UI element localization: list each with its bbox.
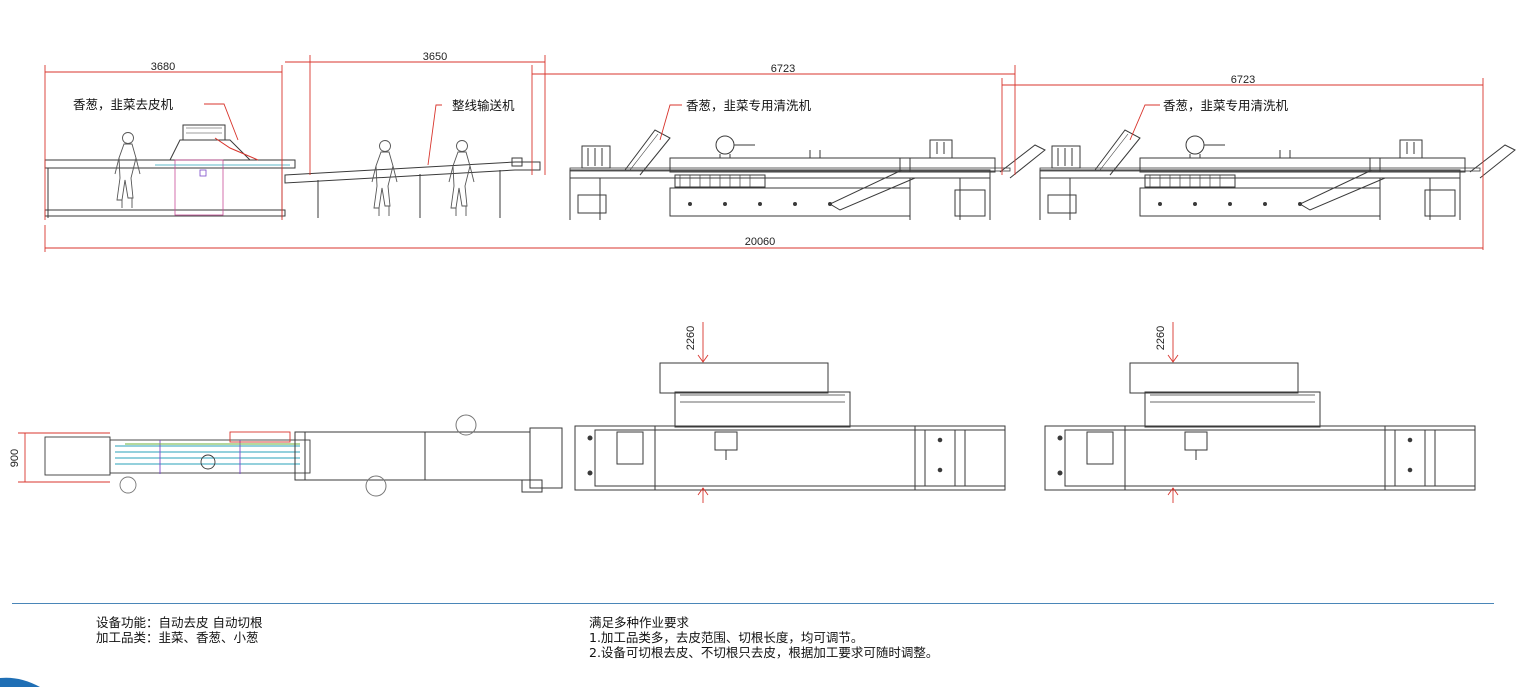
washer-machine-side-1: [569, 129, 1046, 221]
operator-figure: [114, 132, 141, 209]
dim-washer1-width: 2260: [685, 326, 697, 350]
dim-total-length: 20060: [745, 236, 776, 248]
label-washer-2: 香葱，韭菜专用清洗机: [1163, 98, 1289, 113]
dim-washer2-width: 2260: [1155, 326, 1167, 350]
corner-decoration: [0, 677, 40, 687]
footer-category-line: 加工品类：韭菜、香葱、小葱: [96, 630, 259, 645]
process-line-drawing: 3680 3650 6723 6723 20060 香葱，韭菜去皮机 整线输送机…: [9, 51, 1516, 503]
footer-function-block: 设备功能：自动去皮 自动切根 加工品类：韭菜、香葱、小葱: [96, 615, 262, 645]
washer-machine-side-2: [1039, 129, 1516, 221]
footer-function-line: 设备功能：自动去皮 自动切根: [96, 615, 263, 630]
peeler-machine-side: [44, 124, 296, 218]
dim-washer2-length: 6723: [1231, 74, 1255, 86]
label-peeler: 香葱，韭菜去皮机: [73, 97, 174, 112]
dim-peeler-length: 3680: [151, 61, 175, 73]
washer-machine-top-2: [1044, 362, 1476, 491]
footer-divider: [12, 603, 1494, 604]
washer-machine-top-1: [574, 362, 1006, 491]
label-washer-1: 香葱，韭菜专用清洗机: [686, 98, 812, 113]
conveyor-top: [294, 414, 563, 497]
dim-washer1-length: 6723: [771, 63, 795, 75]
dim-width: 900: [9, 449, 21, 467]
footer-requirement-1: 1.加工品类多，去皮范围、切根长度，均可调节。: [589, 630, 864, 645]
footer-requirements-block: 满足多种作业要求 1.加工品类多，去皮范围、切根长度，均可调节。 2.设备可切根…: [589, 615, 938, 660]
peeler-machine-top: [44, 431, 311, 494]
label-conveyor: 整线输送机: [452, 98, 515, 113]
operator-figure-3: [448, 140, 475, 217]
footer-requirement-2: 2.设备可切根去皮、不切根只去皮，根据加工要求可随时调整。: [589, 645, 939, 660]
footer-requirements-title: 满足多种作业要求: [589, 615, 690, 630]
plan-view: 900 2260 2260: [9, 322, 1476, 503]
conveyor-side: [284, 157, 541, 218]
side-elevation-view: 3680 3650 6723 6723 20060 香葱，韭菜去皮机 整线输送机…: [44, 51, 1516, 252]
dim-conveyor-length: 3650: [423, 51, 447, 63]
